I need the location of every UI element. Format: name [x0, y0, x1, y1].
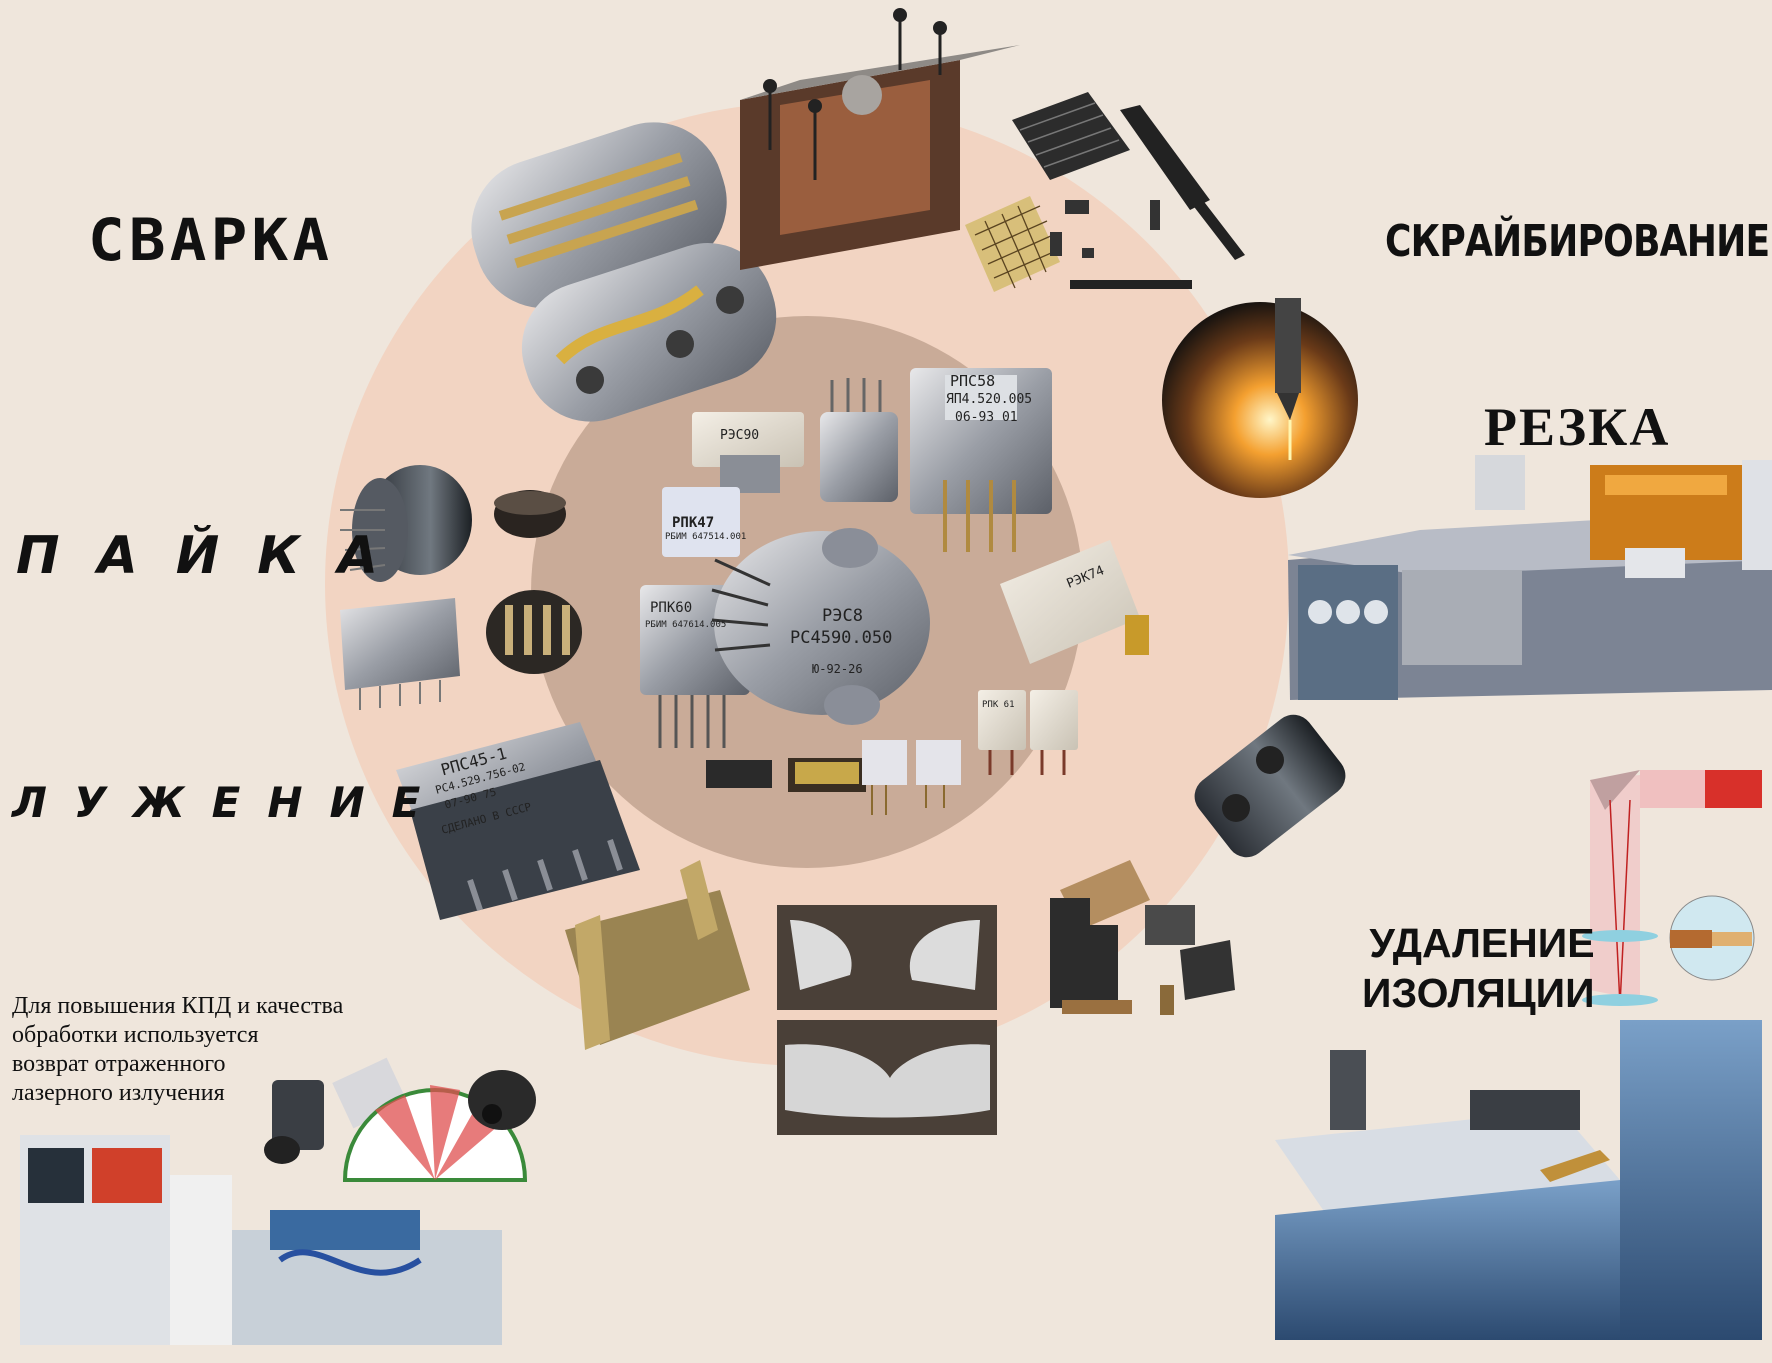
laser-head: [1275, 298, 1301, 460]
label-cutting: РЕЗКА: [1484, 397, 1671, 457]
marking-rps58-model: РПС58: [950, 372, 996, 390]
marking-rpk60-model: РПК60: [650, 600, 693, 616]
label-insulation-removal-line-2: ИЗОЛЯЦИИ: [1362, 970, 1595, 1016]
marking-rpk61: РПК 61: [982, 700, 1015, 710]
laser-cutting-machine: [1288, 455, 1772, 700]
welded-housing-bottom: [521, 243, 777, 422]
label-insulation-removal: УДАЛЕНИЕ ИЗОЛЯЦИИ: [1362, 918, 1595, 1018]
marking-rpk60-code: РБИМ 647614.005: [645, 620, 727, 630]
marking-rpk47-code: РБИМ 647514.001: [665, 532, 747, 542]
relay-rps45-tinned: [396, 722, 640, 920]
marking-rze90: РЭС90: [720, 428, 760, 443]
welded-capsule: [1194, 714, 1346, 858]
soldered-round-connector: [340, 465, 472, 582]
reflection-note-line-1: Для повышения КПД и качества: [12, 993, 344, 1019]
marking-rps58-code: ЯП4.520.005: [946, 392, 1033, 407]
label-tinning: ЛУЖЕНИЕ: [12, 778, 448, 827]
label-soldering: ПАЙКА: [16, 526, 417, 586]
optics-schematic: [1582, 770, 1762, 1006]
laser-welding-machine: [20, 1135, 502, 1345]
insulation-stripping-station: [1275, 1020, 1762, 1340]
welded-terminal-block: [740, 8, 1020, 270]
reflection-note-line-2: обработки используется: [12, 1022, 259, 1048]
marking-rpk47-model: РПК47: [672, 515, 715, 531]
relay-rze8: [711, 528, 930, 725]
marking-rze8-code: РС4590.050: [790, 628, 893, 648]
laser-cutting-sparks-photo: [1162, 302, 1358, 498]
soldered-pin-closeup: [486, 590, 582, 674]
marking-rze8-model: РЭС8: [822, 606, 863, 626]
reflection-note-line-4: лазерного излучения: [12, 1080, 225, 1106]
welded-bracket: [565, 860, 750, 1050]
marking-rps58-date: 06-93 01: [955, 410, 1018, 425]
reflector-parts: [264, 1057, 536, 1182]
reflection-note: Для повышения КПД и качества обработки и…: [12, 992, 432, 1108]
relay-rze90: [692, 412, 804, 493]
soldered-flat-package: [340, 598, 460, 710]
relay-rpk61-pair: [978, 690, 1078, 775]
reflection-note-line-3: возврат отраженного: [12, 1051, 226, 1077]
scribed-wafers: [965, 92, 1245, 292]
soldered-can: [494, 490, 566, 538]
small-relays-row: [706, 740, 961, 815]
stamped-parts: [1050, 860, 1235, 1015]
marking-rze8-date: Ю-92-26: [812, 662, 863, 676]
relay-rpk47: [662, 487, 740, 557]
relay-rps58: [910, 368, 1052, 552]
label-welding: СВАРКА: [88, 206, 334, 274]
label-scribing: СКРАЙБИРОВАНИЕ: [1385, 216, 1770, 267]
label-insulation-removal-line-1: УДАЛЕНИЕ: [1369, 920, 1595, 966]
relay-square-metal: [820, 378, 898, 502]
relay-rzk74: [1000, 540, 1149, 664]
